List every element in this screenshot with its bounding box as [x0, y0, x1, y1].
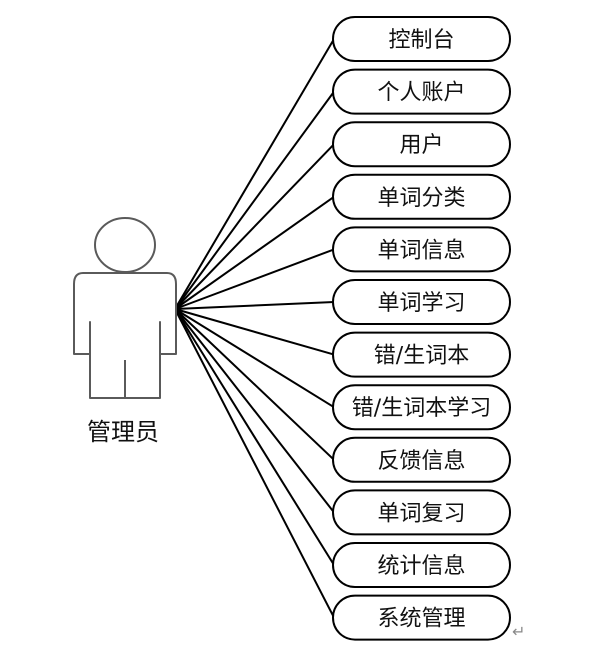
use-case-list: 控制台个人账户用户单词分类单词信息单词学习错/生词本错/生词本学习反馈信息单词复… — [332, 16, 511, 641]
use-case-ellipse — [332, 279, 511, 325]
association-line — [174, 308, 335, 409]
association-line — [174, 308, 335, 566]
use-case: 单词复习 — [332, 489, 511, 536]
use-case-ellipse — [332, 489, 511, 536]
use-case-ellipse — [332, 226, 511, 273]
actor-head — [94, 217, 156, 273]
use-case: 单词学习 — [332, 279, 511, 325]
use-case-ellipse — [332, 16, 511, 62]
use-case-label: 单词分类 — [377, 186, 465, 211]
use-case-ellipse — [332, 68, 511, 115]
use-case-label: 单词学习 — [377, 291, 465, 316]
actor-figure: 管理员 — [73, 217, 177, 446]
use-case-label: 反馈信息 — [377, 449, 465, 474]
use-case-label: 系统管理 — [377, 607, 465, 632]
use-case: 统计信息 — [332, 542, 511, 588]
use-case: 错/生词本学习 — [332, 384, 511, 431]
use-case-label: 控制台 — [388, 28, 454, 53]
use-case-ellipse — [332, 121, 511, 168]
use-case-ellipse — [332, 436, 511, 483]
use-case: 个人账户 — [332, 68, 511, 115]
association-line — [174, 195, 335, 310]
use-case-label: 单词信息 — [377, 238, 465, 263]
use-case: 用户 — [332, 121, 511, 168]
use-case-label: 用户 — [399, 133, 443, 158]
use-case-ellipse — [332, 542, 511, 588]
association-line — [174, 308, 335, 356]
use-case-label: 错/生词本 — [374, 344, 469, 369]
use-case: 反馈信息 — [332, 436, 511, 483]
association-line — [174, 91, 335, 310]
actor-body — [73, 272, 177, 399]
use-case: 控制台 — [332, 16, 511, 62]
use-case-ellipse — [332, 594, 511, 641]
association-line — [174, 308, 335, 461]
association-line — [174, 301, 335, 310]
association-line — [174, 308, 335, 619]
actor-label: 管理员 — [87, 418, 159, 446]
use-case-label: 单词复习 — [377, 501, 465, 526]
use-case-label: 统计信息 — [377, 554, 465, 579]
association-line — [174, 38, 335, 310]
use-case-label: 个人账户 — [377, 81, 465, 106]
use-case: 单词分类 — [332, 173, 511, 220]
use-case-label: 错/生词本学习 — [352, 396, 491, 421]
use-case-ellipse — [332, 173, 511, 220]
association-line — [174, 143, 335, 310]
use-case-ellipse — [332, 384, 511, 431]
association-line — [174, 308, 335, 514]
paragraph-mark: ↵ — [512, 622, 525, 641]
use-case: 系统管理 — [332, 594, 511, 641]
association-lines — [174, 38, 335, 619]
use-case: 单词信息 — [332, 226, 511, 273]
use-case-ellipse — [332, 331, 511, 378]
association-line — [174, 248, 335, 310]
use-case: 错/生词本 — [332, 331, 511, 378]
